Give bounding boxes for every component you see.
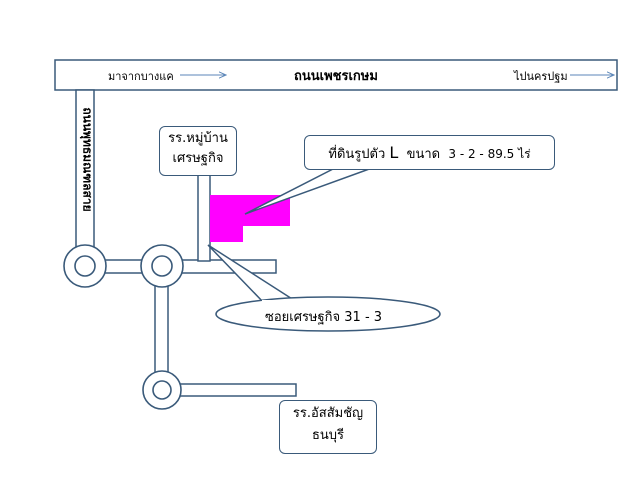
school-bottom-line1: รร.อัสสัมชัญ [292, 406, 364, 421]
right-direction-label: ไปนครปฐม [514, 70, 568, 83]
school-bottom-road [175, 383, 297, 397]
school-bottom-box: รร.อัสสัมชัญ ธนบุรี [279, 400, 377, 454]
land-callout-box: ที่ดินรูปตัว L ขนาด 3 - 2 - 89.5 ไร่ [304, 135, 555, 170]
school-top-box: รร.หมู่บ้าน เศรษฐกิจ [159, 126, 237, 176]
school-bottom-line2: ธนบุรี [311, 428, 345, 443]
land-plot [210, 195, 290, 242]
roundabout-left [63, 244, 107, 288]
school-road [197, 174, 211, 262]
land-callout-label: ที่ดินรูปตัว [328, 147, 386, 162]
side-road-name: ถนนพุทธมณฑลสาย [80, 107, 95, 212]
school-top-line2: เศรษฐกิจ [172, 151, 224, 166]
left-direction-label: มาจากบางแค [108, 70, 174, 83]
roundabout-bottom [142, 370, 182, 410]
school-top-line1: รร.หมู่บ้าน [168, 131, 228, 146]
soi-callout-pointer [207, 244, 303, 305]
south-road [154, 284, 169, 374]
soi-label: ซอยเศรษฐกิจ 31 - 3 [265, 310, 383, 325]
land-shape-letter: L [389, 143, 399, 162]
connector-road [103, 259, 277, 274]
main-road [54, 59, 618, 91]
land-callout-pointer [244, 167, 373, 215]
land-size-value: 3 - 2 - 89.5 ไร่ [448, 147, 531, 161]
main-road-name: ถนนเพชรเกษม [294, 69, 378, 84]
roundabout-center [140, 244, 184, 288]
land-size-label: ขนาด [406, 147, 441, 162]
